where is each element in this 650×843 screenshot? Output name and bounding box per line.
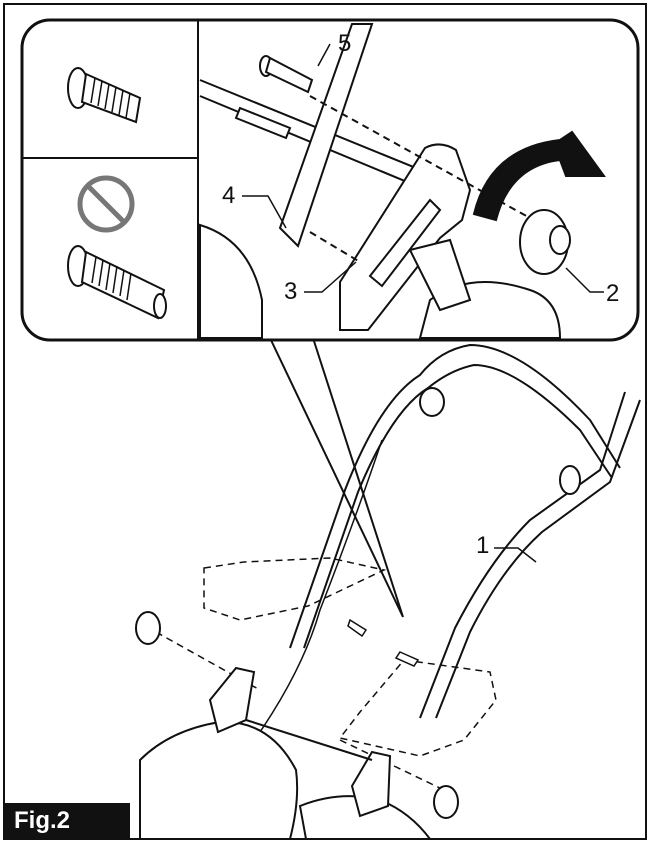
main-bolts <box>347 618 420 667</box>
prohibition-icon <box>77 175 135 233</box>
inset-detail-drawing <box>199 23 606 339</box>
callout-3: 3 <box>284 278 298 305</box>
detail-inset <box>20 18 640 342</box>
leader-1 <box>494 547 537 563</box>
inset-leaders <box>242 43 604 293</box>
callout-1: 1 <box>476 532 490 559</box>
callout-5: 5 <box>338 30 352 57</box>
main-knobs <box>135 611 459 819</box>
callout-2: 2 <box>606 280 620 307</box>
handle-assembly <box>239 343 641 761</box>
figure-label: Fig.2 <box>4 803 130 839</box>
callout-4: 4 <box>222 182 236 209</box>
mower-body <box>139 666 432 840</box>
wrong-bolt-icon <box>67 245 167 320</box>
callout-pointer <box>269 337 404 618</box>
correct-bolt-icon <box>67 67 142 124</box>
